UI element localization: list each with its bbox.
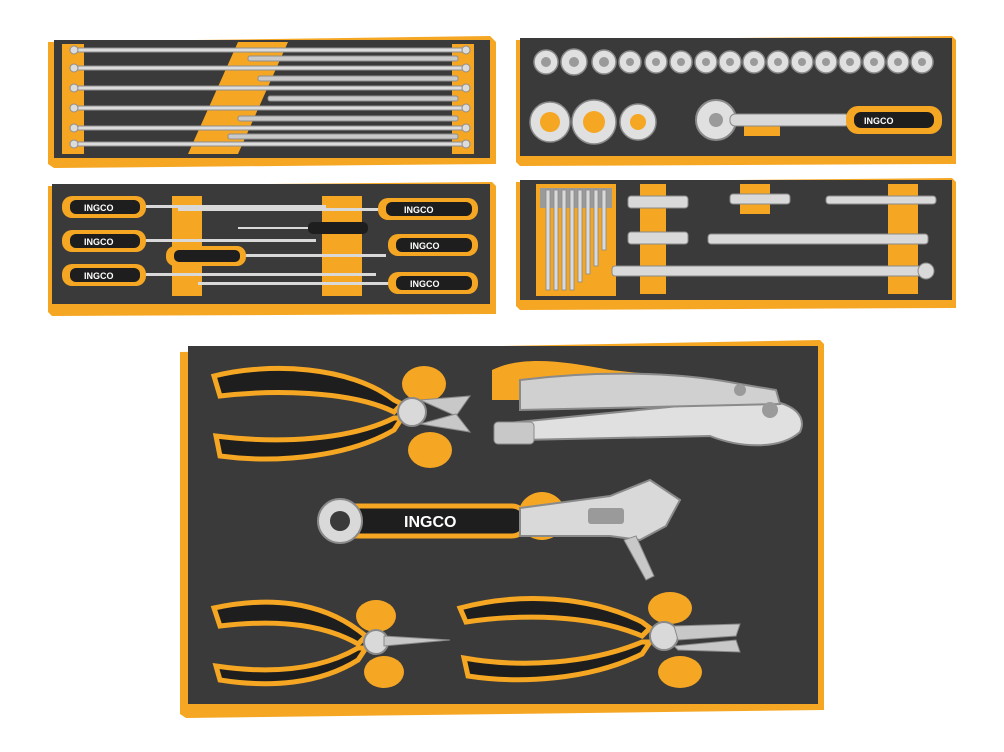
extension-bars	[611, 193, 937, 280]
pliers-tray-illustration: INGCO	[180, 340, 824, 718]
hex-key-tray-illustration	[516, 178, 956, 310]
foam-insert-left	[62, 44, 84, 154]
screwdriver-tray-illustration: INGCO INGCO INGCO INGCO	[48, 182, 496, 316]
tray-screwdrivers: INGCO INGCO INGCO INGCO	[48, 182, 496, 316]
locking-pliers	[492, 360, 803, 447]
combination-wrenches	[69, 45, 471, 149]
ratchet-handle: INGCO	[695, 99, 942, 141]
wrench-tray-illustration	[48, 36, 496, 168]
ratchet-logo: INGCO	[864, 116, 894, 126]
socket-tray-illustration: INGCO	[516, 36, 956, 166]
screwdrivers-right: INGCO INGCO INGCO	[178, 198, 478, 294]
screwdrivers-left: INGCO INGCO INGCO	[62, 196, 376, 286]
adjustable-wrench: INGCO	[317, 478, 682, 581]
tray-wrenches	[48, 36, 496, 168]
screwdriver-logo-4: INGCO	[404, 205, 434, 215]
tray-pliers: INGCO	[180, 340, 824, 718]
screwdriver-logo-1: INGCO	[84, 203, 114, 213]
combination-pliers	[456, 592, 741, 688]
wrench-logo: INGCO	[404, 514, 456, 531]
long-nose-pliers	[210, 599, 451, 688]
screwdriver-logo-3: INGCO	[84, 271, 114, 281]
diagonal-cutting-pliers	[210, 365, 472, 468]
tray-hex-keys-extensions	[516, 178, 956, 310]
screwdriver-logo-2: INGCO	[84, 237, 114, 247]
hex-key-set	[536, 184, 616, 296]
tray-sockets: INGCO	[516, 36, 956, 166]
screwdriver-logo-5: INGCO	[410, 241, 440, 251]
screwdriver-logo-6: INGCO	[410, 279, 440, 289]
